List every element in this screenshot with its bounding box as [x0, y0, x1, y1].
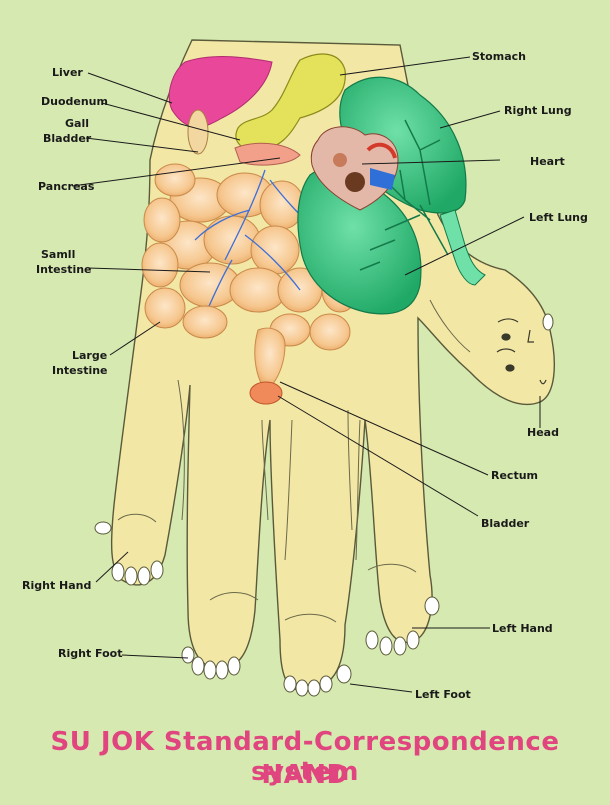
- leader-lines: [71, 56, 541, 693]
- label-pancreas: Pancreas: [38, 180, 95, 193]
- bladder-organ: [249, 381, 283, 405]
- label-gall: Gall: [65, 117, 89, 130]
- labels: Stomach Liver Duodenum Gall Bladder Righ…: [22, 50, 588, 701]
- hand-diagram: Stomach Liver Duodenum Gall Bladder Righ…: [22, 39, 588, 701]
- label-left-hand: Left Hand: [492, 622, 553, 635]
- label-right-lung: Right Lung: [504, 104, 572, 117]
- label-small-intestine-1: Samll: [41, 248, 75, 261]
- finger-lines: [117, 299, 471, 623]
- head-face: [496, 318, 547, 385]
- label-gall-bladder: Bladder: [43, 132, 92, 145]
- label-liver: Liver: [52, 66, 83, 79]
- label-right-hand: Right Hand: [22, 579, 91, 592]
- bronchi: [359, 119, 449, 271]
- label-heart: Heart: [530, 155, 565, 168]
- label-duodenum: Duodenum: [41, 95, 108, 108]
- label-bladder: Bladder: [481, 517, 530, 530]
- label-large-intestine-1: Large: [72, 349, 107, 362]
- gall-bladder-organ: [187, 109, 209, 155]
- vessels: [194, 169, 316, 316]
- label-rectum: Rectum: [491, 469, 538, 482]
- label-left-lung: Left Lung: [529, 211, 588, 224]
- label-large-intestine-2: Intestine: [52, 364, 108, 377]
- label-head: Head: [527, 426, 559, 439]
- label-small-intestine-2: Intestine: [36, 263, 92, 276]
- label-left-foot: Left Foot: [415, 688, 471, 701]
- title-line-2: HAND: [261, 760, 349, 790]
- toes: [94, 313, 554, 697]
- title-line-1: SU JOK Standard-Correspondence system: [50, 727, 560, 787]
- heart-organ: [310, 126, 399, 211]
- liver-organ: [168, 56, 273, 128]
- label-stomach: Stomach: [472, 50, 526, 63]
- rectum-organ: [254, 327, 286, 386]
- pancreas-organ: [234, 142, 301, 166]
- label-right-foot: Right Foot: [58, 647, 122, 660]
